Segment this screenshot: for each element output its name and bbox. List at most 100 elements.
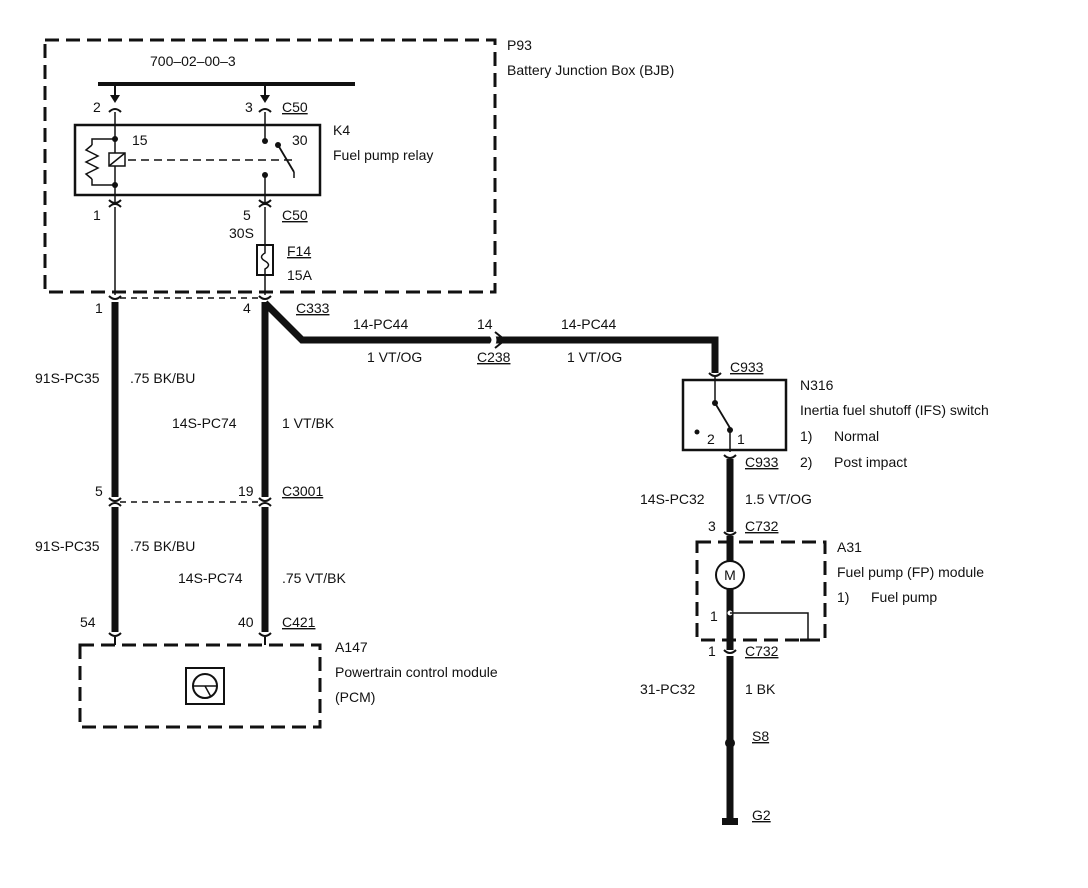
fuel-pump-motor-label: M — [724, 567, 736, 583]
connector-cup — [108, 497, 122, 502]
ground-point-id: G2 — [752, 807, 771, 823]
c3001-pin-left: 5 — [95, 483, 103, 499]
connector-cup — [258, 203, 272, 208]
fpm-name: Fuel pump (FP) module — [837, 564, 984, 580]
c333-pin-left: 1 — [95, 300, 103, 316]
bjb-box — [43, 38, 497, 294]
connector-cup — [258, 295, 272, 300]
fpm-id: A31 — [837, 539, 862, 555]
connector-cup — [258, 108, 272, 113]
c421-pin-left: 54 — [80, 614, 96, 630]
connector-cup — [108, 108, 122, 113]
c238-connector: C238 — [477, 349, 511, 365]
ground-circuit: 31-PC32 — [640, 681, 695, 697]
relay-pin-15: 15 — [132, 132, 148, 148]
pcm-id: A147 — [335, 639, 368, 655]
splice-s8-dot — [725, 738, 735, 748]
fuse-circuit: 30S — [229, 225, 254, 241]
ifs-name: Inertia fuel shutoff (IFS) switch — [800, 402, 989, 418]
relay-conn-pin-3: 3 — [245, 99, 253, 115]
ifs-pin-1: 1 — [737, 431, 745, 447]
wire-14-pc44 — [262, 300, 719, 373]
pcm-name-line1: Powertrain control module — [335, 664, 498, 680]
fpm-item-num: 1) — [837, 589, 849, 605]
pcm-box — [78, 643, 322, 729]
ecu-symbol-icon — [185, 667, 225, 705]
c421-pin-right: 40 — [238, 614, 254, 630]
relay-name: Fuel pump relay — [333, 147, 433, 163]
relay-pin-30: 30 — [292, 132, 308, 148]
relay-contact — [275, 142, 281, 148]
pcm-name-line2: (PCM) — [335, 689, 375, 705]
fpm-case-ground-lead — [730, 612, 809, 640]
bjb-id: P93 — [507, 37, 532, 53]
ifs-switch-blade — [714, 402, 731, 429]
ecu-symbol-icon — [204, 685, 212, 698]
fuse-rating: 15A — [287, 267, 313, 283]
relay-conn-pin-5: 5 — [243, 207, 251, 223]
relay-id: K4 — [333, 122, 350, 138]
ifs-contact — [694, 429, 700, 435]
w14-upper-color: 1 VT/BK — [282, 415, 335, 431]
fpm-item: Fuel pump — [871, 589, 937, 605]
c3001-connector: C3001 — [282, 483, 323, 499]
connector-cup — [108, 632, 122, 637]
ifs-id: N316 — [800, 377, 834, 393]
relay-coil — [108, 152, 126, 167]
w91-upper-circuit: 91S-PC35 — [35, 370, 100, 386]
connector-cup — [723, 531, 737, 536]
c238-gap — [488, 331, 497, 349]
relay-connector-top: C50 — [282, 99, 308, 115]
ifs-connector-bottom: C933 — [745, 454, 779, 470]
fpm-connector-top: C732 — [745, 518, 779, 534]
ifs-connector-top: C933 — [730, 359, 764, 375]
connector-cup — [258, 497, 272, 502]
resistor-lead — [91, 138, 115, 145]
bjb-name: Battery Junction Box (BJB) — [507, 62, 674, 78]
c333-pin-right: 4 — [243, 300, 251, 316]
fpm-pin-bottom: 1 — [708, 643, 716, 659]
fuse-element — [260, 245, 270, 275]
connector-arrow — [110, 95, 120, 103]
connector-cup — [108, 203, 122, 208]
relay-box — [73, 123, 322, 197]
splice-id: S8 — [752, 728, 769, 744]
connector-cup — [708, 372, 722, 377]
pc44-left-circuit: 14-PC44 — [353, 316, 408, 332]
w14-lower-circuit: 14S-PC74 — [178, 570, 243, 586]
suppression-resistor — [84, 144, 100, 180]
w91-upper-color: .75 BK/BU — [130, 370, 195, 386]
resistor-lead — [91, 179, 115, 186]
w91-lower-circuit: 91S-PC35 — [35, 538, 100, 554]
connector-cup — [108, 502, 122, 507]
ground-g2-icon — [722, 818, 738, 825]
ifs-switch-box — [681, 378, 788, 452]
relay-conn-pin-1: 1 — [93, 207, 101, 223]
c333-connector: C333 — [296, 300, 330, 316]
connector-cup — [258, 632, 272, 637]
pc32-color: 1.5 VT/OG — [745, 491, 812, 507]
fpm-pin-top: 3 — [708, 518, 716, 534]
fpm-pin-inner: 1 — [710, 608, 718, 624]
pc44-right-color: 1 VT/OG — [567, 349, 622, 365]
c238-connector-symbol — [494, 331, 507, 349]
ifs-state-1: Normal — [834, 428, 879, 444]
pc44-left-color: 1 VT/OG — [367, 349, 422, 365]
fuse-id: F14 — [287, 243, 311, 259]
relay-contact — [262, 138, 268, 144]
pc32-circuit: 14S-PC32 — [640, 491, 705, 507]
fpm-box — [695, 540, 827, 642]
relay-connector-bottom: C50 — [282, 207, 308, 223]
c3001-pin-right: 19 — [238, 483, 254, 499]
ifs-state-1-num: 1) — [800, 428, 812, 444]
relay-switch-blade — [277, 144, 295, 173]
connector-arrow — [260, 95, 270, 103]
fpm-connector-bottom: C732 — [745, 643, 779, 659]
bjb-bus-label: 700–02–00–3 — [150, 53, 236, 69]
ifs-state-2-num: 2) — [800, 454, 812, 470]
relay-conn-pin-2: 2 — [93, 99, 101, 115]
ground-color: 1 BK — [745, 681, 776, 697]
c421-connector: C421 — [282, 614, 316, 630]
